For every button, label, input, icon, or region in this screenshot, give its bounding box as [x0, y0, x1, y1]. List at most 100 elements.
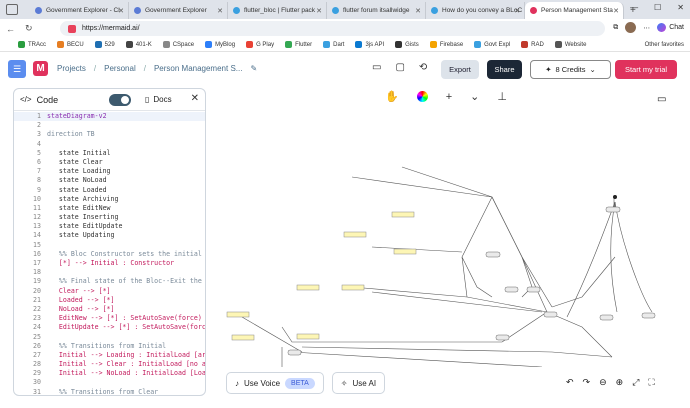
add-icon[interactable]: +	[445, 90, 453, 103]
credits-button[interactable]: ✦ 8 Credits ⌄	[530, 60, 611, 79]
hierarchy-icon[interactable]: ⊥	[497, 91, 507, 103]
bookmark-item[interactable]: G Play	[246, 41, 274, 48]
undo-icon[interactable]: ↶	[566, 377, 574, 387]
url-input[interactable]: https://mermaid.ai/	[60, 21, 605, 36]
bookmark-item[interactable]: Dart	[323, 41, 344, 48]
code-line: 4	[14, 140, 205, 149]
code-line: 27 Initial --> Loading : InitialLoad [ar…	[14, 351, 205, 360]
fullscreen-icon[interactable]: ⛶	[648, 377, 655, 387]
close-panel-icon[interactable]: ✕	[190, 93, 199, 104]
line-number: 14	[33, 231, 41, 240]
use-voice-button[interactable]: ♪ Use Voice BETA	[226, 372, 324, 394]
bookmark-label: Website	[564, 41, 587, 48]
comment-icon[interactable]: ▭	[372, 62, 382, 73]
zoom-controls: ↶ ↷ ⊖ ⊕ ⤢ ⛶	[566, 377, 655, 388]
browser-tab[interactable]: Government Explorer - Cl✕	[30, 2, 129, 19]
code-line: 22 NoLoad --> [*]	[14, 305, 205, 314]
fit-view-icon[interactable]: ⤢	[632, 377, 640, 387]
window-menu-icon[interactable]	[6, 4, 18, 15]
browser-tab[interactable]: Government Explorer✕	[129, 2, 228, 19]
sidebar-toggle-button[interactable]: ☰	[8, 60, 26, 78]
code-line: 10 state Archiving	[14, 195, 205, 204]
bookmark-item[interactable]: 529	[94, 41, 115, 48]
browser-tab[interactable]: flutter forum itsallwidge✕	[327, 2, 426, 19]
code-view-toggle[interactable]	[109, 94, 131, 106]
line-number: 25	[33, 332, 41, 341]
back-icon[interactable]: ←	[6, 23, 15, 34]
export-button[interactable]: Export	[441, 60, 479, 79]
line-number: 15	[33, 240, 41, 249]
reload-icon[interactable]: ↻	[25, 23, 33, 33]
line-number: 5	[37, 148, 41, 157]
menu-dots-icon[interactable]: ⋯	[643, 24, 651, 32]
bookmark-label: G Play	[256, 41, 275, 48]
bookmark-item[interactable]: RAD	[521, 41, 544, 48]
code-panel-title: Code	[36, 94, 59, 105]
hand-pan-icon[interactable]: ✋	[385, 91, 399, 103]
other-favorites[interactable]: Other favorites	[644, 41, 684, 48]
bookmark-label: Dart	[333, 41, 345, 48]
line-number: 19	[33, 277, 41, 286]
bookmark-item[interactable]: TRAcc	[18, 41, 46, 48]
copilot-chat-button[interactable]: Chat	[657, 23, 684, 32]
bookmark-item[interactable]: Govt Expl	[474, 41, 510, 48]
close-tab-icon[interactable]: ✕	[316, 7, 322, 15]
bookmark-item[interactable]: CSpace	[162, 41, 194, 48]
close-tab-icon[interactable]: ✕	[514, 7, 520, 15]
history-icon[interactable]: ⟲	[418, 62, 428, 73]
zoom-in-icon[interactable]: ⊕	[615, 377, 624, 387]
browser-tab-strip: Government Explorer - Cl✕Government Expl…	[0, 0, 690, 19]
bookmark-item[interactable]: Flutter	[285, 41, 312, 48]
window-controls: — ☐ ✕	[630, 3, 684, 12]
browser-tab[interactable]: How do you convey a BLoC✕	[426, 2, 525, 19]
use-ai-button[interactable]: ✧ Use AI	[331, 372, 386, 394]
close-tab-icon[interactable]: ✕	[415, 7, 421, 15]
bookmark-item[interactable]: MyBlog	[205, 41, 235, 48]
profile-avatar[interactable]	[625, 22, 637, 33]
share-button[interactable]: Share	[487, 60, 522, 79]
mermaid-logo[interactable]: M	[33, 61, 48, 76]
new-tab-button[interactable]: +	[630, 5, 636, 16]
close-window-icon[interactable]: ✕	[677, 3, 684, 12]
header-toolbar: ▭ ▢ ⟲	[372, 62, 427, 73]
bookmark-item[interactable]: Gists	[395, 41, 419, 48]
maximize-icon[interactable]: ☐	[654, 3, 662, 12]
browser-tab[interactable]: Person Management Sta✕	[525, 2, 624, 19]
start-trial-button[interactable]: Start my trial	[615, 60, 677, 79]
color-wheel-icon[interactable]	[416, 91, 428, 102]
close-tab-icon[interactable]: ✕	[118, 7, 124, 15]
bookmark-label: Govt Expl	[484, 41, 511, 48]
close-tab-icon[interactable]: ✕	[613, 7, 619, 15]
bookmark-item[interactable]: BECU	[57, 41, 84, 48]
docs-button[interactable]: ▯ Docs	[145, 95, 172, 104]
code-text: state EditNew	[47, 203, 111, 212]
line-number: 17	[33, 259, 41, 267]
bookmark-item[interactable]: Firebase	[429, 41, 463, 48]
open-book-icon[interactable]: ▭	[657, 94, 667, 105]
extensions-icon[interactable]: ⧉	[613, 23, 619, 31]
close-tab-icon[interactable]: ✕	[217, 7, 223, 15]
breadcrumb-document[interactable]: Person Management S...	[153, 64, 243, 73]
bookmark-item[interactable]: 3js API	[355, 41, 384, 48]
tab-favicon-icon	[332, 7, 339, 14]
breadcrumb-projects[interactable]: Projects	[57, 64, 86, 73]
breadcrumb-personal[interactable]: Personal	[104, 64, 136, 73]
code-line: 29 Initial --> NoLoad : InitialLoad [Loa…	[14, 369, 205, 378]
state-diagram[interactable]	[222, 137, 672, 367]
minimize-icon[interactable]: —	[630, 3, 639, 12]
bookmark-icon	[205, 41, 213, 48]
zoom-out-icon[interactable]: ⊖	[599, 377, 607, 387]
edit-name-icon[interactable]: ✎	[250, 64, 258, 73]
present-icon[interactable]: ▢	[395, 62, 405, 73]
bookmark-item[interactable]: 401-K	[125, 41, 152, 48]
redo-icon[interactable]: ↷	[582, 377, 591, 387]
browser-tab[interactable]: flutter_bloc | Flutter pack✕	[228, 2, 327, 19]
bookmark-item[interactable]: Website	[554, 41, 587, 48]
bookmark-label: Flutter	[295, 41, 313, 48]
tab-label: Government Explorer - Cl	[46, 7, 120, 14]
collapse-icon[interactable]: ⌄	[470, 91, 480, 103]
line-number: 9	[37, 185, 41, 194]
bookmark-icon	[18, 41, 25, 48]
